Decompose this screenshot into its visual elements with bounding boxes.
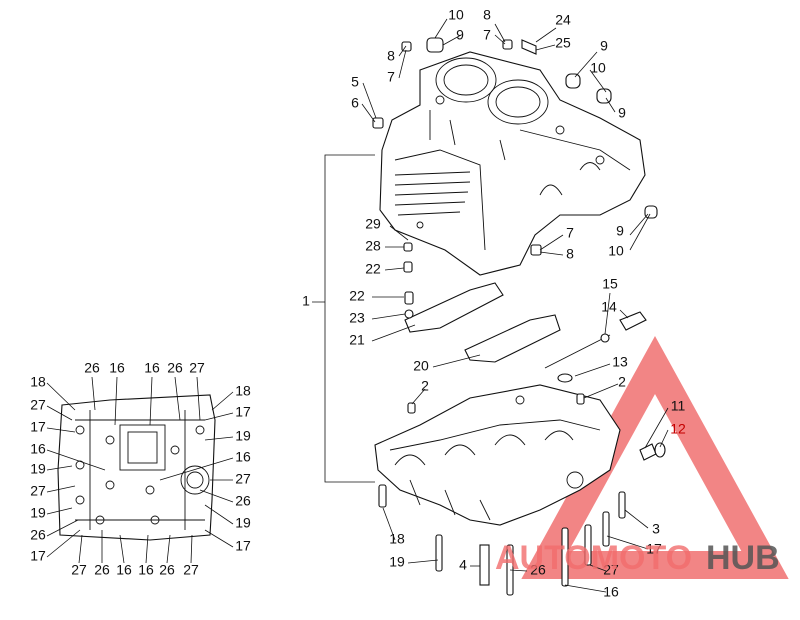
callout-10: 10 xyxy=(590,60,606,76)
inset-callout-bottom-3: 16 xyxy=(116,562,132,578)
crankcase-bottom-view xyxy=(57,394,216,541)
callout-4: 4 xyxy=(459,557,467,573)
callout-7: 7 xyxy=(566,225,574,241)
callout-20: 20 xyxy=(413,358,429,374)
inset-callout-top-4: 26 xyxy=(167,360,183,376)
assembly-bracket xyxy=(312,154,375,483)
callout-5: 5 xyxy=(351,74,359,90)
callout-24: 24 xyxy=(555,12,571,28)
callout-8: 8 xyxy=(483,7,491,23)
inset-callout-left-2: 27 xyxy=(30,397,46,413)
callout-7: 7 xyxy=(387,69,395,85)
callout-26: 26 xyxy=(530,562,546,578)
inset-callout-left-8: 26 xyxy=(30,527,46,543)
callout-21: 21 xyxy=(349,332,365,348)
inset-callout-left-1: 18 xyxy=(30,374,46,390)
inset-callout-right-5: 27 xyxy=(235,471,251,487)
inset-callout-labels: 26 16 16 26 27 18 27 17 16 19 27 19 26 1… xyxy=(30,360,251,578)
callout-8: 8 xyxy=(387,48,395,64)
leader-lines xyxy=(361,18,669,593)
callout-2: 2 xyxy=(421,378,429,394)
callout-22: 22 xyxy=(349,288,365,304)
callout-11: 11 xyxy=(671,398,686,414)
callout-14: 14 xyxy=(601,299,617,315)
callout-labels: 10 9 8 7 8 7 24 25 9 10 9 5 6 29 28 22 7… xyxy=(302,7,686,600)
callout-2: 2 xyxy=(618,374,626,390)
callout-3: 3 xyxy=(652,521,660,537)
baffle-plates xyxy=(404,282,561,363)
callout-17: 17 xyxy=(646,541,662,557)
inset-callout-right-6: 26 xyxy=(235,493,251,509)
inset-callout-top-5: 27 xyxy=(189,360,205,376)
callout-16: 16 xyxy=(603,584,619,600)
watermark-text-left: AUTOMOTO xyxy=(495,539,692,577)
inset-callout-left-4: 16 xyxy=(30,441,46,457)
inset-callout-left-9: 17 xyxy=(30,548,46,564)
inset-callout-bottom-4: 16 xyxy=(138,562,154,578)
inset-callout-top-3: 16 xyxy=(144,360,160,376)
inset-callout-right-3: 19 xyxy=(235,428,251,444)
upper-crankcase xyxy=(379,51,646,276)
inset-callout-bottom-2: 26 xyxy=(94,562,110,578)
lower-bolts xyxy=(378,484,626,596)
callout-6: 6 xyxy=(351,95,359,111)
inset-callout-bottom-6: 27 xyxy=(183,562,199,578)
inset-callout-right-1: 18 xyxy=(235,383,251,399)
callout-19: 19 xyxy=(389,554,405,570)
inset-callout-left-5: 19 xyxy=(30,461,46,477)
inset-callout-left-7: 19 xyxy=(30,505,46,521)
inset-callout-right-8: 17 xyxy=(235,538,251,554)
inset-callout-right-4: 16 xyxy=(235,449,251,465)
inset-callout-top-2: 16 xyxy=(109,360,125,376)
inset-callout-bottom-5: 26 xyxy=(159,562,175,578)
callout-9: 9 xyxy=(616,223,624,239)
inset-callout-left-3: 17 xyxy=(30,419,46,435)
inset-callout-bottom-1: 27 xyxy=(71,562,87,578)
callout-10: 10 xyxy=(448,7,464,23)
inset-callout-right-7: 19 xyxy=(235,515,251,531)
callout-8: 8 xyxy=(566,246,574,262)
lower-crankcase xyxy=(374,384,621,526)
inset-callout-top-1: 26 xyxy=(84,360,100,376)
watermark-text: AUTOMOTO HUB xyxy=(495,539,780,577)
callout-15: 15 xyxy=(602,276,618,292)
callout-10: 10 xyxy=(608,243,624,259)
callout-13: 13 xyxy=(612,354,628,370)
callout-28: 28 xyxy=(365,238,381,254)
inset-callout-right-2: 17 xyxy=(235,404,251,420)
callout-9: 9 xyxy=(600,38,608,54)
callout-12: 12 xyxy=(670,421,686,437)
callout-9: 9 xyxy=(618,105,626,121)
callout-27: 27 xyxy=(603,562,619,578)
watermark-text-right: HUB xyxy=(706,539,780,577)
inset-callout-left-6: 27 xyxy=(30,483,46,499)
callout-29: 29 xyxy=(365,216,381,232)
callout-1: 1 xyxy=(302,293,310,309)
inset-leader-lines xyxy=(46,376,234,564)
sensor-parts xyxy=(544,311,666,461)
callout-25: 25 xyxy=(555,35,571,51)
callout-7: 7 xyxy=(483,27,491,43)
callout-9: 9 xyxy=(456,27,464,43)
callout-22: 22 xyxy=(365,261,381,277)
callout-18: 18 xyxy=(389,531,405,547)
callout-23: 23 xyxy=(349,310,365,326)
